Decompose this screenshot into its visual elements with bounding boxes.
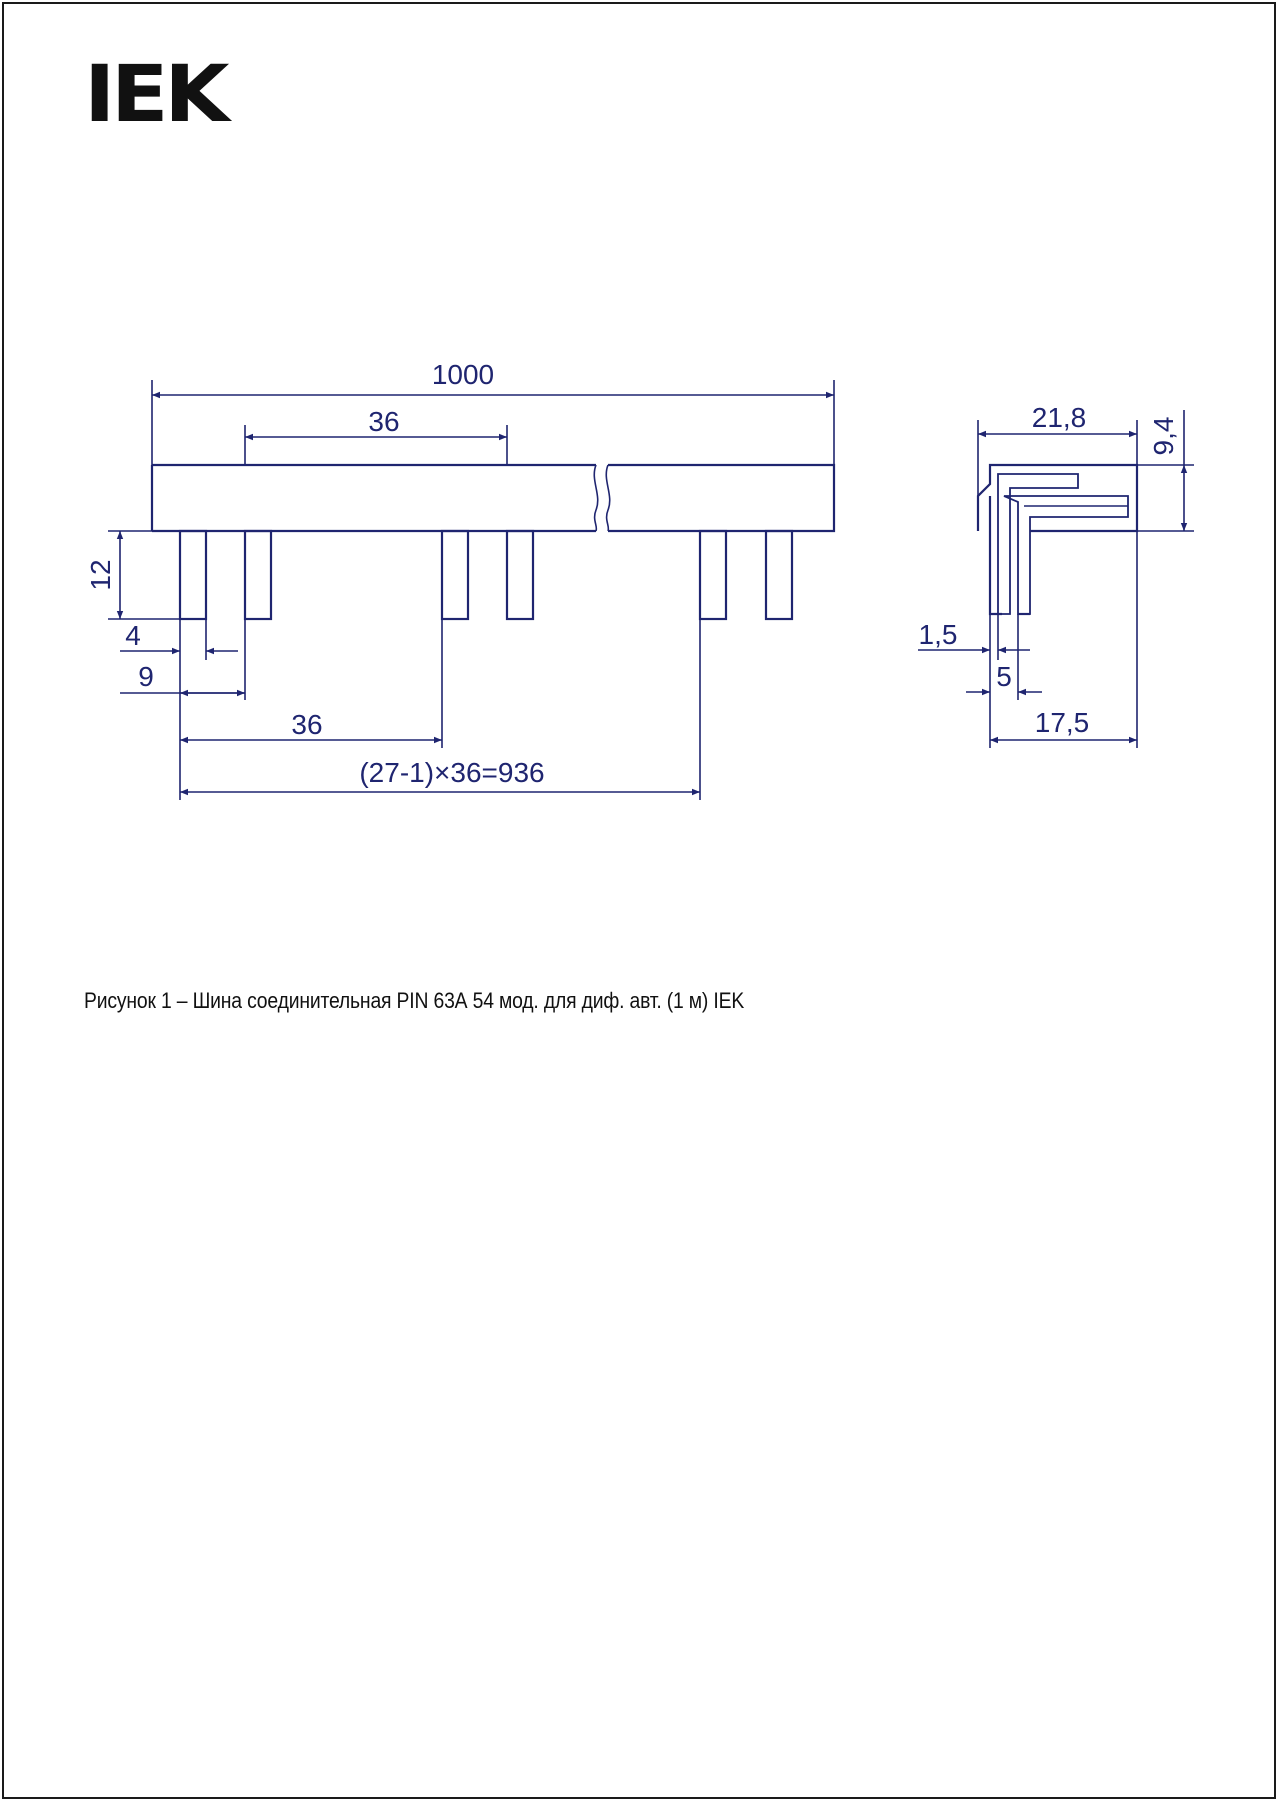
pin xyxy=(505,529,535,621)
svg-text:17,5: 17,5 xyxy=(1035,707,1090,738)
svg-text:5: 5 xyxy=(996,661,1012,692)
svg-text:4: 4 xyxy=(125,620,141,651)
figure-caption: Рисунок 1 – Шина соединительная PIN 63А … xyxy=(84,988,745,1013)
pin xyxy=(440,529,470,621)
svg-text:(27-1)×36=936: (27-1)×36=936 xyxy=(359,757,544,788)
pin xyxy=(178,529,208,621)
svg-text:12: 12 xyxy=(85,559,116,590)
svg-text:1,5: 1,5 xyxy=(919,619,958,650)
dim-pin-gap: 5 xyxy=(966,614,1042,700)
dim-wall-thickness: 1,5 xyxy=(918,614,1030,698)
dim-profile-height: 9,4 xyxy=(1137,410,1194,532)
svg-text:36: 36 xyxy=(368,406,399,437)
pin xyxy=(698,529,728,621)
svg-text:1000: 1000 xyxy=(432,359,494,390)
svg-text:36: 36 xyxy=(291,709,322,740)
busbar-side-view xyxy=(976,463,1139,616)
pin xyxy=(764,529,794,621)
dim-overall-length: 1000 xyxy=(151,359,835,465)
svg-text:21,8: 21,8 xyxy=(1032,402,1087,433)
dim-pin-pitch-top: 36 xyxy=(244,406,508,465)
dim-pin-depth: 17,5 xyxy=(989,531,1138,748)
dim-pin-pitch-bottom: 36 xyxy=(180,619,443,748)
pin xyxy=(243,529,273,621)
busbar-front-view xyxy=(150,463,836,621)
svg-text:9,4: 9,4 xyxy=(1148,417,1179,456)
dim-profile-width: 21,8 xyxy=(977,402,1138,496)
svg-text:9: 9 xyxy=(138,661,154,692)
dim-pin-offset: 9 xyxy=(120,619,246,800)
iek-logo: IEK xyxy=(84,50,230,140)
dim-pin-height: 12 xyxy=(85,530,180,620)
dim-total-pitch: (27-1)×36=936 xyxy=(180,619,701,800)
dim-pin-width: 4 xyxy=(120,619,238,660)
